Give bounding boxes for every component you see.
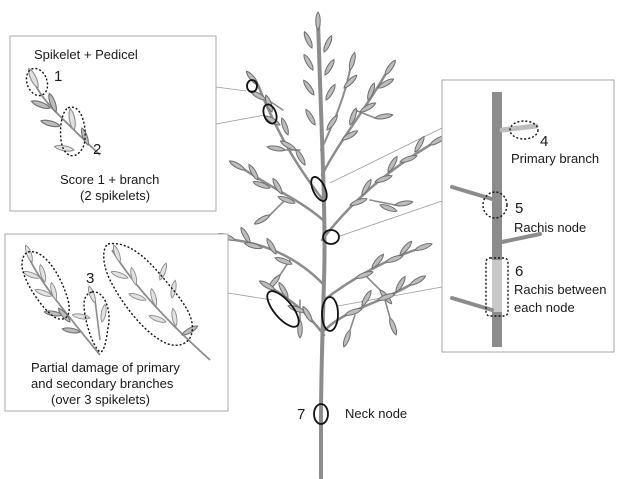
panel-spikelet-title: Spikelet + Pedicel [34, 47, 138, 62]
panel-spikelet-pedicel: Spikelet + Pedicel 1 2 Score 1 + branch … [10, 36, 216, 211]
label-number-1: 1 [54, 68, 62, 85]
panel-spikelet-desc-line2: (2 spikelets) [80, 188, 150, 203]
label-neck-node: Neck node [345, 406, 407, 421]
panel-spikelet-desc-line1: Score 1 + branch [60, 172, 159, 187]
rice-panicle [217, 12, 446, 478]
label-rachis-between-line1: Rachis between [514, 282, 607, 297]
label-number-6: 6 [515, 263, 523, 280]
label-rachis-between-line2: each node [514, 300, 575, 315]
panel-partial-desc-line1: Partial damage of primary [31, 360, 180, 375]
label-number-2: 2 [93, 141, 101, 158]
label-number-7: 7 [297, 406, 305, 423]
label-number-5: 5 [515, 200, 523, 217]
label-primary-branch: Primary branch [511, 151, 599, 166]
panel-partial-damage: 3 Partial damage of primary and secondar… [5, 234, 228, 411]
panel-partial-desc-line3: (over 3 spikelets) [51, 392, 150, 407]
label-number-3: 3 [86, 270, 94, 287]
label-rachis-node: Rachis node [514, 220, 586, 235]
panel-partial-desc-line2: and secondary branches [31, 376, 174, 391]
connector-lines [216, 87, 442, 306]
panel-rachis-detail: 4 Primary branch 5 Rachis node 6 Rachis … [442, 80, 614, 352]
label-number-4: 4 [540, 133, 548, 150]
